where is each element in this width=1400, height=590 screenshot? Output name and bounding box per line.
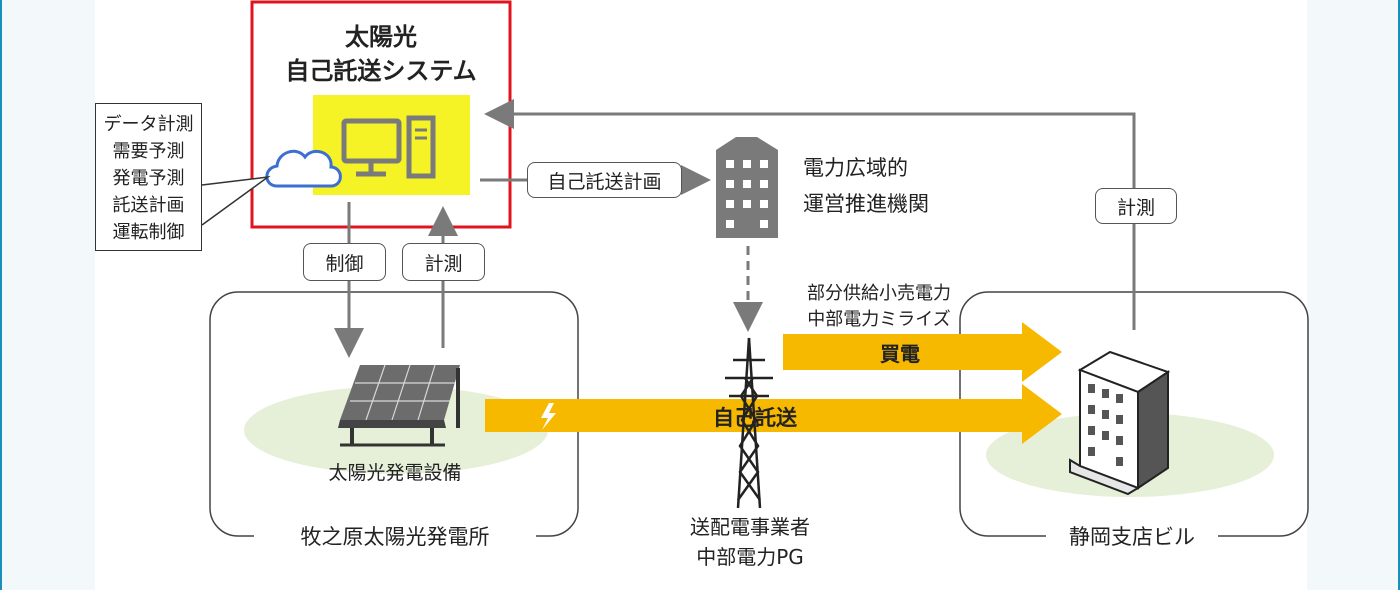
frame-right bbox=[1307, 0, 1400, 590]
function-item: 運転制御 bbox=[112, 222, 185, 243]
retail-label-line1: 部分供給小売電力 bbox=[807, 283, 951, 304]
control-pill: 制御 bbox=[303, 243, 386, 281]
plan-pill: 自己託送計画 bbox=[527, 162, 682, 198]
building-site-label: 静岡支店ビル bbox=[1046, 521, 1218, 551]
function-item: 発電予測 bbox=[112, 168, 185, 189]
computer-icon bbox=[341, 115, 436, 179]
operator-line1: 送配電事業者 bbox=[690, 515, 810, 539]
function-item: 託送計画 bbox=[112, 195, 185, 216]
measure-arrow-right bbox=[484, 99, 1136, 330]
transmission-operator-label: 送配電事業者 中部電力PG bbox=[670, 512, 830, 572]
agency-label: 電力広域的 運営推進機関 bbox=[803, 150, 929, 222]
system-title-line1: 太陽光 bbox=[345, 23, 417, 51]
retail-label: 部分供給小売電力 中部電力ミライズ bbox=[790, 281, 968, 333]
plant-site-label: 牧之原太陽光発電所 bbox=[254, 521, 536, 551]
buy-power-arrow bbox=[783, 322, 1062, 382]
self-consignment-arrow bbox=[485, 384, 1062, 444]
buy-power-label: 買電 bbox=[880, 342, 920, 366]
plant-equipment-label: 太陽光発電設備 bbox=[328, 462, 462, 484]
cloud-icon bbox=[265, 149, 342, 188]
system-title: 太陽光 自己託送システム bbox=[252, 20, 510, 88]
function-callout: データ計測 需要予測 発電予測 託送計画 運転制御 bbox=[95, 103, 202, 251]
function-item: データ計測 bbox=[103, 114, 194, 135]
callout-pointer bbox=[201, 175, 271, 226]
plant-ground bbox=[244, 386, 548, 474]
system-title-line2: 自己託送システム bbox=[285, 57, 477, 85]
solar-panel-icon bbox=[338, 364, 460, 447]
agency-label-line2: 運営推進機関 bbox=[803, 192, 929, 216]
self-consignment-label: 自己託送 bbox=[713, 406, 797, 430]
measure-pill-left: 計測 bbox=[402, 243, 485, 281]
function-item: 需要予測 bbox=[112, 141, 185, 162]
office-building-icon bbox=[716, 137, 778, 238]
measure-pill-right: 計測 bbox=[1095, 188, 1177, 224]
frame-left bbox=[0, 0, 95, 590]
transmission-tower-icon bbox=[725, 337, 773, 509]
lightning-icon bbox=[541, 403, 556, 430]
operator-line2: 中部電力PG bbox=[696, 545, 804, 569]
agency-label-line1: 電力広域的 bbox=[803, 156, 908, 180]
building-icon bbox=[1069, 350, 1171, 496]
retail-label-line2: 中部電力ミライズ bbox=[807, 309, 951, 330]
